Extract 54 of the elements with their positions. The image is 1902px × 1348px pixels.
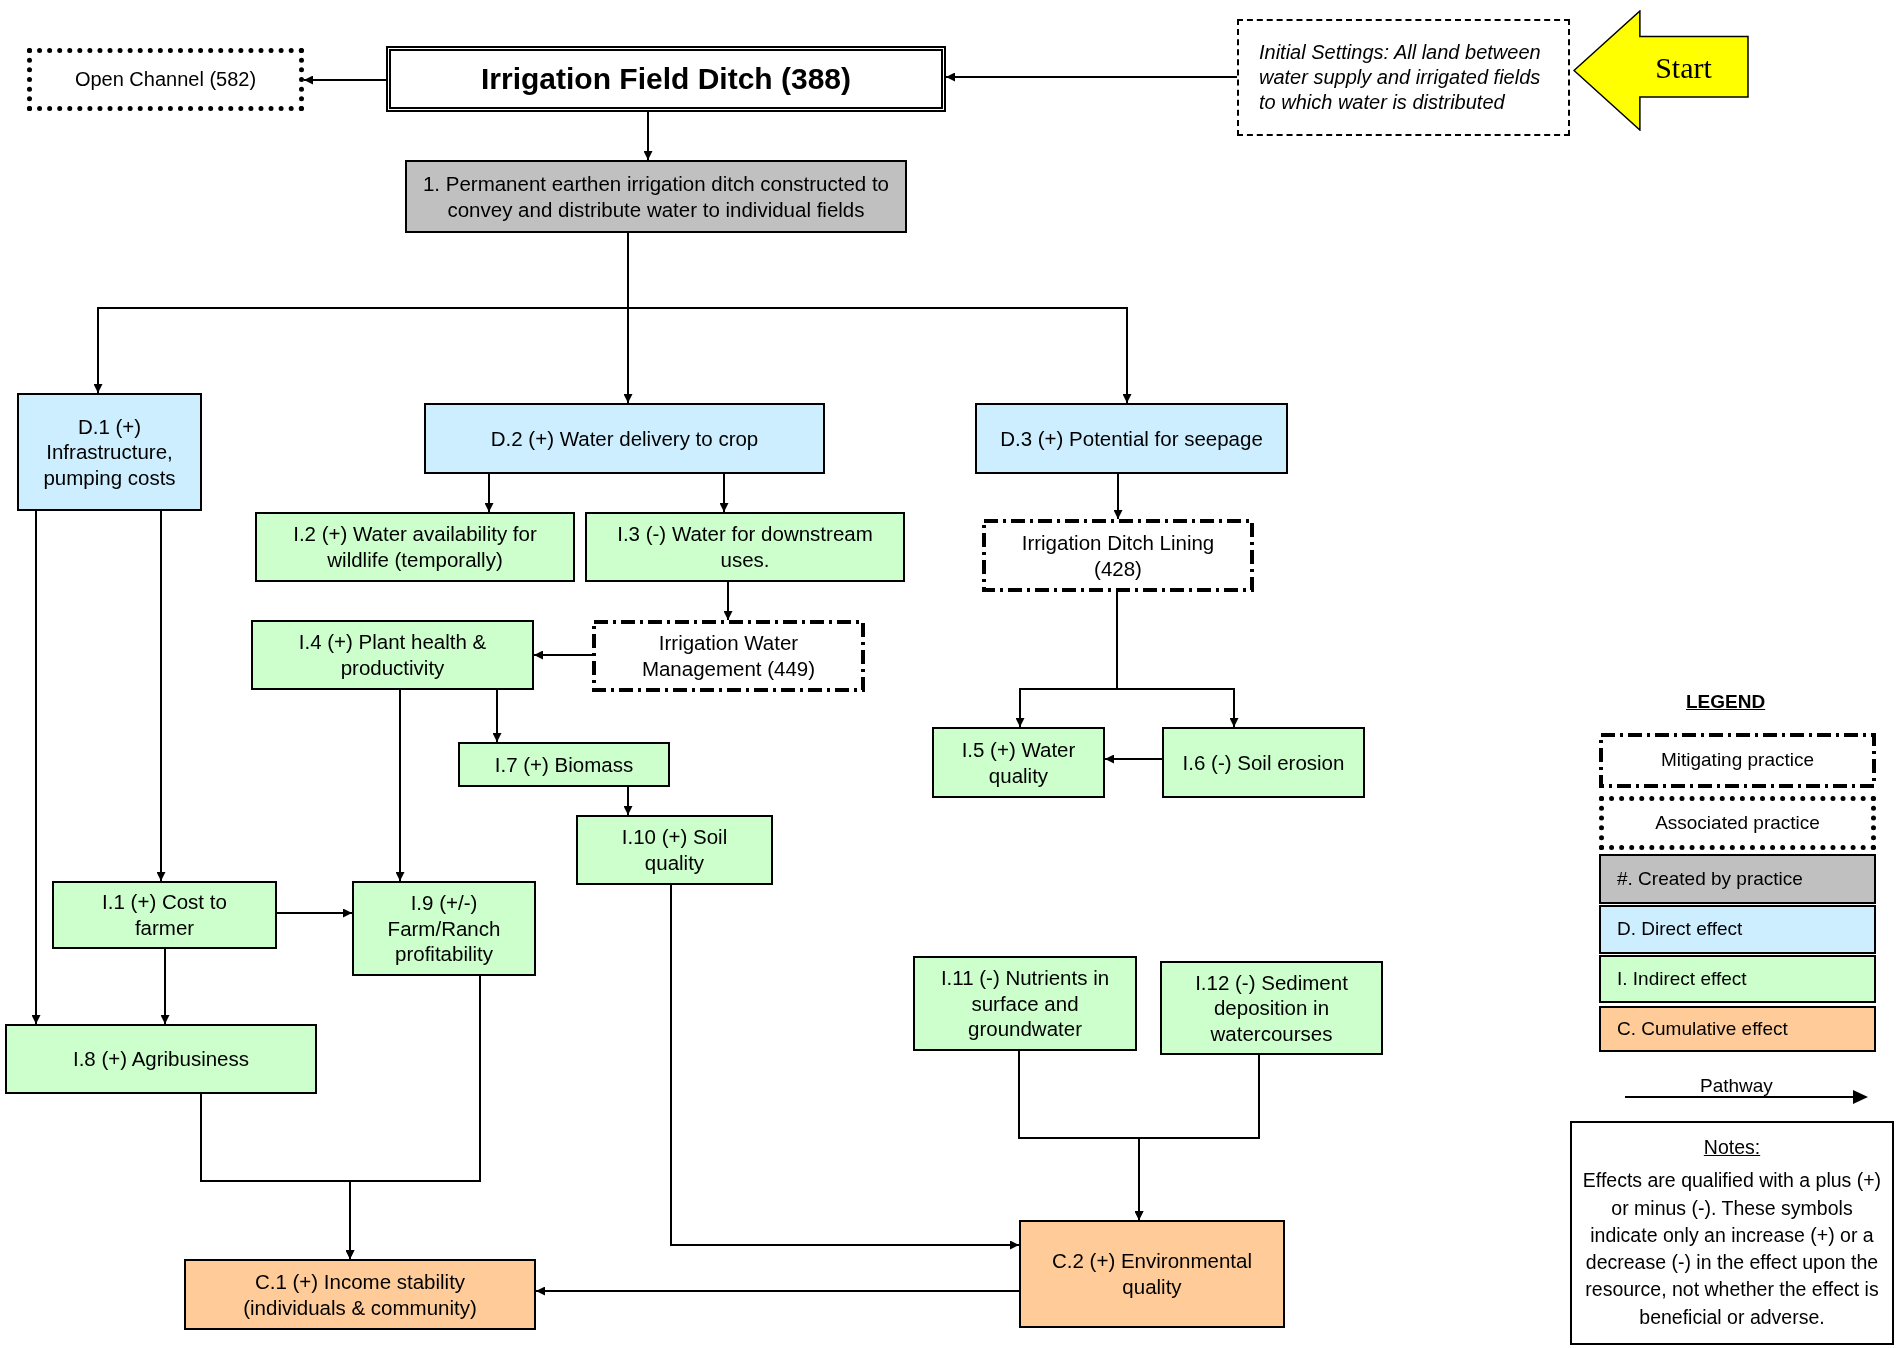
arrow [1113,473,1123,520]
effect-box: I.12 (-) Sediment deposition in watercourses [1160,961,1383,1055]
legend-item: Associated practice [1599,796,1876,850]
effect-box: I.8 (+) Agribusiness [5,1024,317,1094]
arrow [670,884,1020,1250]
title-box: Irrigation Field Ditch (388) [386,46,946,112]
practice-box: Open Channel (582) [27,48,304,111]
arrow [623,786,633,816]
arrow [345,975,481,1260]
arrow [719,473,729,513]
arrow [643,111,653,161]
arrow [535,1286,1020,1296]
effect-box: I.11 (-) Nutrients in surface and groundwater [913,956,1137,1051]
legend-item: Mitigating practice [1599,733,1876,788]
notes-box: Notes: Effects are qualified with a plus (+) or minus (-). These symbols indicate only an increase (+) or a decrease (-) in the effect upon the resource, not whether the effect is beneficial or adverse. [1570,1121,1894,1345]
start-arrow: Start [1573,10,1749,131]
arrow [945,72,1238,82]
effect-box: D.3 (+) Potential for seepage [975,403,1288,474]
settings-box: Initial Settings: All land between water supply and irrigated fields to which water is distributed [1237,19,1570,136]
legend-item: D. Direct effect [1599,905,1876,954]
effect-box: C.1 (+) Income stability (individuals & community) [184,1259,536,1330]
practice-box: Irrigation Ditch Lining (428) [982,519,1254,592]
legend-title: LEGEND [1686,690,1766,714]
arrow [1116,591,1239,728]
arrow [395,689,405,882]
practice-box: Irrigation Water Management (449) [592,620,865,692]
legend-item: #. Created by practice [1599,854,1876,904]
effect-box: I.10 (+) Soil quality [576,815,773,885]
effect-box: I.6 (-) Soil erosion [1162,727,1365,798]
legend-label: Pathway [1700,1074,1773,1098]
arrow [1134,1054,1260,1221]
arrow [160,948,170,1025]
process-box: 1. Permanent earthen irrigation ditch constructed to convey and distribute water to individual fields [405,160,907,233]
effect-box: I.7 (+) Biomass [458,742,670,787]
effect-box: I.5 (+) Water quality [932,727,1105,798]
arrow [31,510,41,1025]
legend-item: I. Indirect effect [1599,955,1876,1003]
arrow [484,473,494,513]
effect-box: I.3 (-) Water for downstream uses. [585,512,905,582]
arrow [723,581,733,621]
arrow [533,650,593,660]
arrow [303,75,387,85]
effect-box: D.1 (+) Infrastructure, pumping costs [17,393,202,511]
effect-box: I.9 (+/-) Farm/Ranch profitability [352,881,536,976]
effect-box: I.1 (+) Cost to farmer [52,881,277,949]
effect-box: I.2 (+) Water availability for wildlife (temporally) [255,512,575,582]
arrow [276,908,353,918]
effect-box: C.2 (+) Environmental quality [1019,1220,1285,1328]
effect-box: D.2 (+) Water delivery to crop [424,403,825,474]
legend-item: C. Cumulative effect [1599,1006,1876,1052]
effect-box: I.4 (+) Plant health & productivity [251,620,534,690]
arrow [492,689,502,743]
arrow [156,510,166,882]
arrow [1104,754,1163,764]
